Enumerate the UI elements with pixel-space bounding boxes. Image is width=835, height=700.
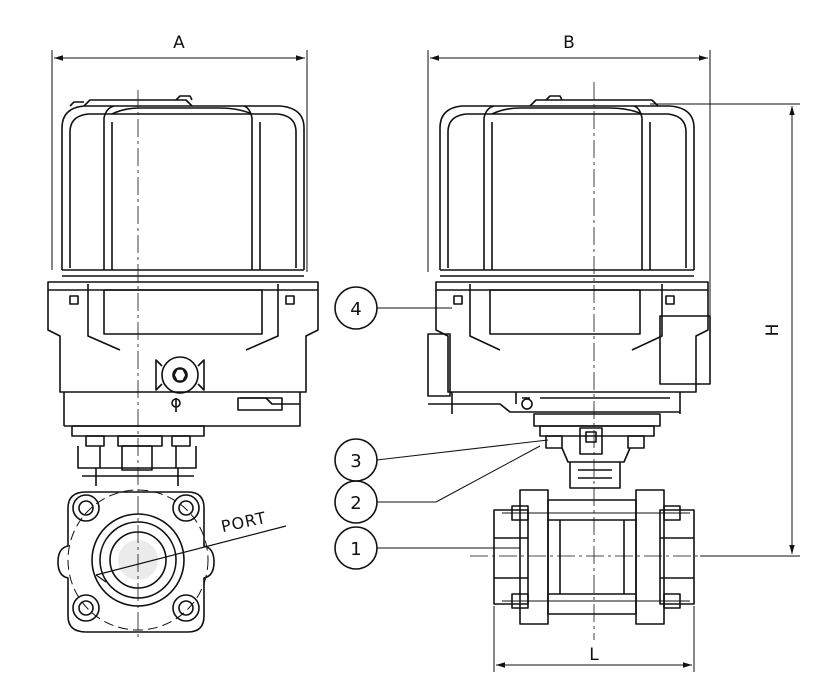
dimension-h-label: H — [763, 324, 783, 337]
callout-4: 4 — [334, 286, 452, 330]
left-actuator-base — [47, 281, 319, 427]
dimension-b-label: B — [563, 33, 575, 53]
dimension-a — [51, 50, 308, 272]
callout-3: 3 — [334, 438, 549, 482]
callout-2: 2 — [334, 445, 541, 524]
dimension-l-label: L — [589, 645, 599, 665]
callout-1: 1 — [334, 526, 520, 570]
left-actuator-cover — [61, 95, 305, 277]
callout-2-number: 2 — [350, 493, 361, 514]
dimension-l — [493, 606, 695, 672]
callout-4-number: 4 — [350, 299, 361, 320]
right-bracket — [533, 413, 661, 489]
callout-3-number: 3 — [350, 451, 361, 472]
right-view: B H — [427, 33, 800, 672]
right-actuator-cover — [439, 95, 695, 277]
dimension-b — [427, 50, 711, 320]
right-valve-body — [493, 489, 695, 625]
right-actuator-base — [427, 281, 711, 414]
callout-1-number: 1 — [350, 539, 361, 560]
dimension-a-label: A — [173, 33, 185, 53]
left-view: A — [47, 33, 319, 640]
